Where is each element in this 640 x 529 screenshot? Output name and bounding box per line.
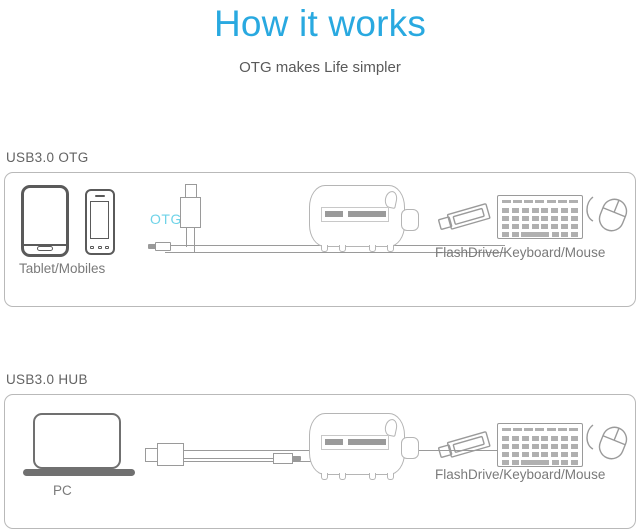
cable-segment-bottom <box>183 461 313 463</box>
usb-connector-body <box>157 443 184 466</box>
section-usb30-hub: USB3.0 HUB PC <box>0 372 640 529</box>
hub-nose-port <box>401 437 419 459</box>
laptop-base <box>23 469 135 476</box>
micro-usb-connector-tip <box>148 244 156 249</box>
section-usb30-otg: USB3.0 OTG Tablet/Mobiles OTG <box>0 150 640 307</box>
laptop-screen <box>33 413 121 469</box>
hub-foot <box>321 245 328 252</box>
hub-foot <box>369 473 376 480</box>
micro-usb-connector <box>155 242 171 251</box>
usb-connector-body <box>180 197 201 228</box>
hub-card-slot-small <box>325 439 343 445</box>
hub-card-slot-large <box>348 439 386 445</box>
diagram-panel-otg: Tablet/Mobiles OTG <box>4 172 636 307</box>
hub-card-slot-small <box>325 211 343 217</box>
caption-pc: PC <box>53 483 72 498</box>
flashdrive-icon <box>437 429 493 463</box>
hub-foot <box>339 245 346 252</box>
smartphone-speaker <box>95 195 105 197</box>
cable-segment-vertical-a <box>186 227 188 247</box>
tablet-screen <box>24 188 66 246</box>
page-title: How it works <box>213 3 427 44</box>
mouse-icon <box>583 419 631 467</box>
hub-foot <box>387 245 394 252</box>
otg-badge-label: OTG <box>150 211 182 227</box>
smartphone-buttons <box>90 246 109 250</box>
keyboard-icon <box>497 423 583 467</box>
tablet-home-button <box>37 246 53 251</box>
usb-connector-tip <box>185 184 197 198</box>
smartphone-icon <box>85 189 115 255</box>
cable-segment-mid <box>183 458 275 460</box>
secondary-connector-tip <box>292 456 301 461</box>
section-label-hub: USB3.0 HUB <box>6 372 88 387</box>
smartphone-screen <box>90 201 109 239</box>
caption-tablet-mobiles: Tablet/Mobiles <box>19 261 106 276</box>
caption-peripherals-hub: FlashDrive/Keyboard/Mouse <box>435 467 606 482</box>
cable-segment-horizontal-bottom <box>165 252 505 254</box>
hub-foot <box>387 473 394 480</box>
section-label-otg: USB3.0 OTG <box>6 150 89 165</box>
cable-segment-vertical-b <box>194 227 196 253</box>
page-subtitle: OTG makes Life simpler <box>239 59 401 76</box>
secondary-connector <box>273 453 293 464</box>
page-header: How it works OTG makes Life simpler <box>0 0 640 78</box>
hub-nose-port <box>401 209 419 231</box>
keyboard-icon <box>497 195 583 239</box>
caption-peripherals-otg: FlashDrive/Keyboard/Mouse <box>435 245 606 260</box>
hub-foot <box>339 473 346 480</box>
mouse-icon <box>583 191 631 239</box>
flashdrive-icon <box>437 201 493 235</box>
hub-foot <box>321 473 328 480</box>
tablet-icon <box>21 185 69 257</box>
hub-foot <box>369 245 376 252</box>
diagram-panel-hub: PC <box>4 394 636 529</box>
hub-card-slot-large <box>348 211 386 217</box>
